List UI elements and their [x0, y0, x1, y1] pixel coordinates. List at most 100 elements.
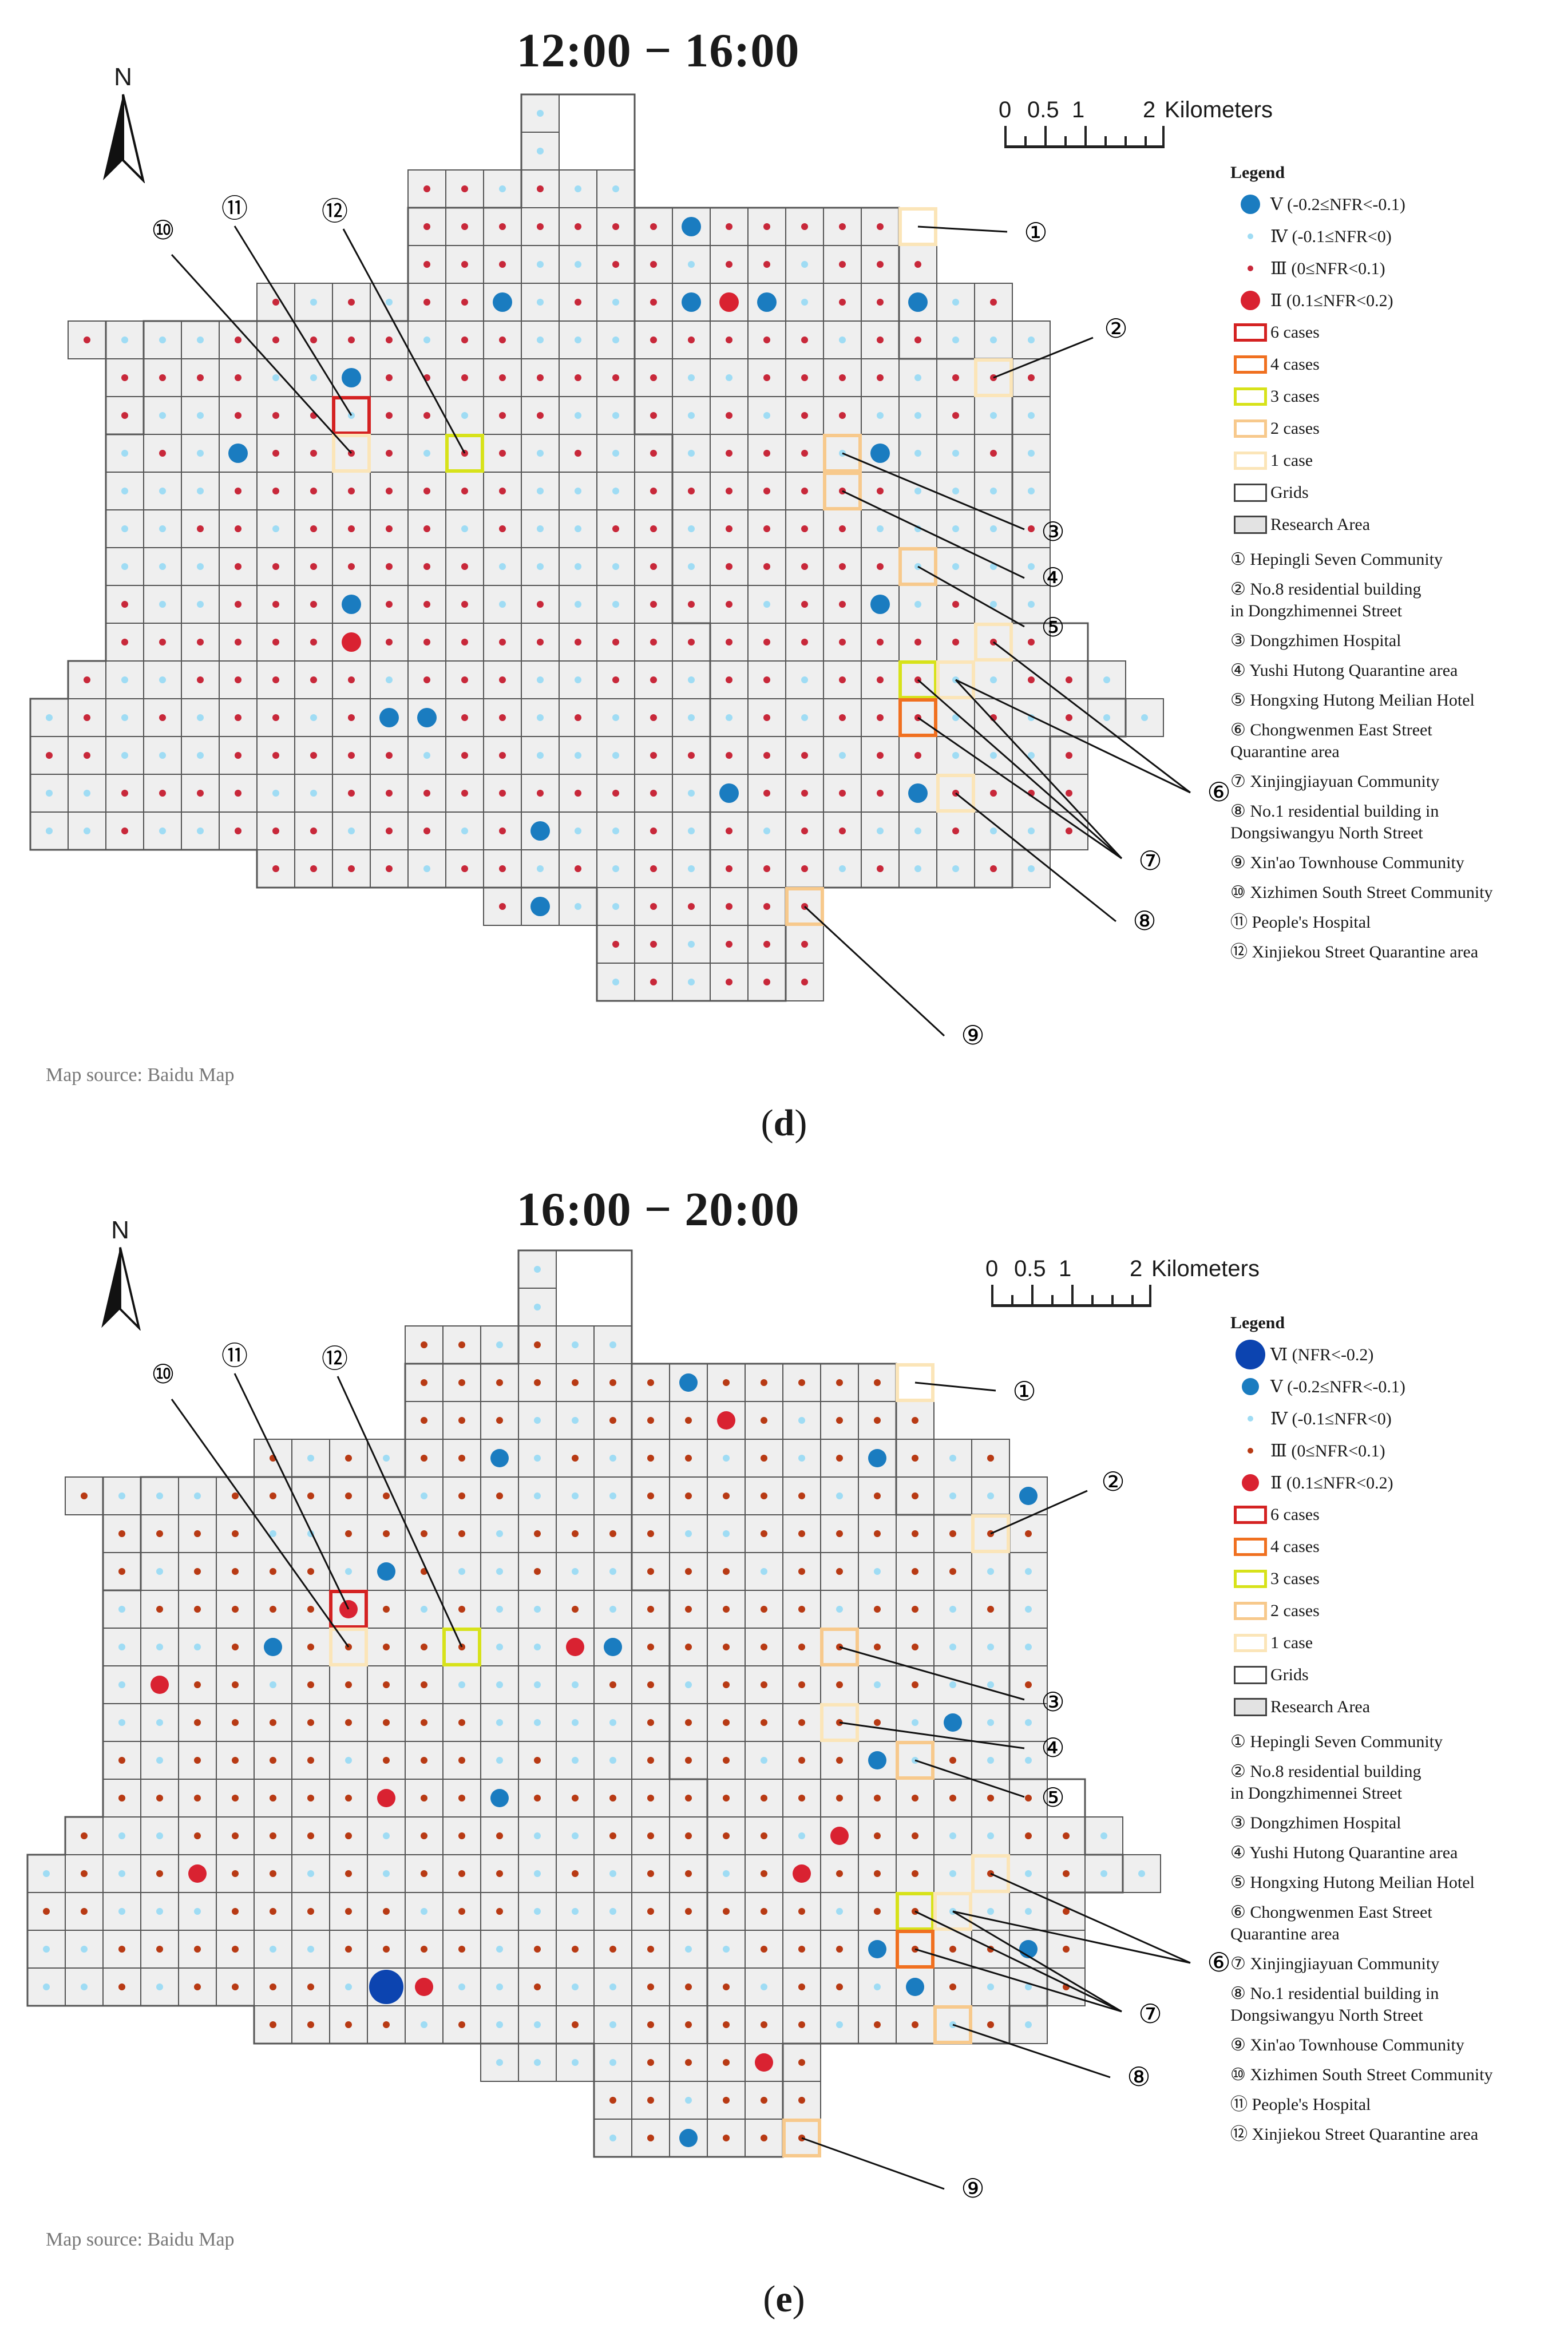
- nfr-point: [575, 525, 581, 532]
- nfr-point: [458, 1417, 465, 1424]
- nfr-point: [575, 299, 581, 306]
- nfr-point: [609, 1681, 616, 1688]
- site-number-label: ①: [1012, 1376, 1036, 1407]
- nfr-point: [839, 525, 846, 532]
- nfr-point: [914, 601, 921, 608]
- nfr-point: [461, 299, 468, 306]
- nfr-point: [801, 790, 808, 797]
- legend-item-label: Research Area: [1270, 1697, 1371, 1716]
- nfr-point: [761, 1606, 767, 1613]
- nfr-point: [499, 639, 506, 646]
- nfr-point: [386, 828, 393, 834]
- nfr-point: [534, 1832, 541, 1839]
- nfr-point: [156, 1946, 163, 1953]
- nfr-point: [650, 828, 657, 834]
- nfr-point: [763, 714, 770, 721]
- nfr-point: [952, 299, 959, 306]
- nfr-point: [874, 1417, 881, 1424]
- nfr-point: [726, 412, 732, 419]
- nfr-point: [270, 1983, 276, 1990]
- nfr-point: [723, 1455, 730, 1462]
- leader-line: [952, 1910, 1122, 2013]
- nfr-dot-layer: [43, 1266, 1145, 2147]
- nfr-point: [235, 412, 241, 419]
- nfr-point: [914, 412, 921, 419]
- nfr-point: [499, 563, 506, 570]
- nfr-point: [952, 563, 959, 570]
- nfr-point: [914, 450, 921, 457]
- nfr-point: [232, 1530, 239, 1537]
- nfr-point: [609, 1455, 616, 1462]
- legend-item-label: 1 case: [1270, 1633, 1313, 1652]
- nfr-point: [912, 1455, 918, 1462]
- nfr-point: [307, 2021, 314, 2028]
- case-box: [896, 1930, 935, 1969]
- nfr-point: [534, 1757, 541, 1764]
- leader-line: [914, 1381, 996, 1392]
- nfr-point: [839, 828, 846, 834]
- nfr-point: [685, 1417, 692, 1424]
- nfr-point: [949, 1681, 956, 1688]
- nfr-point: [461, 828, 468, 834]
- nfr-point: [197, 639, 204, 646]
- nfr-point: [870, 595, 890, 614]
- grid-cell: [669, 2043, 708, 2082]
- nfr-point: [461, 223, 468, 230]
- nfr-point: [912, 1719, 918, 1726]
- nfr-point: [194, 1983, 201, 1990]
- nfr-point: [868, 1449, 886, 1467]
- nfr-point: [421, 1341, 427, 1348]
- nfr-point: [839, 261, 846, 268]
- nfr-point: [121, 752, 128, 759]
- nfr-point: [118, 1719, 125, 1726]
- nfr-point: [458, 1379, 465, 1386]
- nfr-point: [197, 714, 204, 721]
- nfr-point: [232, 1870, 239, 1877]
- site-name: ③ Dongzhimen Hospital: [1230, 1814, 1401, 1832]
- nfr-point: [461, 639, 468, 646]
- nfr-point: [612, 601, 619, 608]
- nfr-point: [572, 1606, 579, 1613]
- site-number-label: ⑧: [1133, 905, 1156, 936]
- nfr-point: [839, 223, 846, 230]
- nfr-point: [874, 1681, 881, 1688]
- legend-item-label: 3 cases: [1270, 387, 1320, 406]
- nfr-point: [496, 1530, 503, 1537]
- nfr-point: [575, 185, 581, 192]
- nfr-point: [609, 2097, 616, 2104]
- nfr-point: [348, 676, 355, 683]
- case-box: [936, 660, 975, 699]
- nfr-point: [383, 1719, 390, 1726]
- leader-line: [803, 905, 945, 1037]
- nfr-point: [572, 1417, 579, 1424]
- site-number-label: ⑤: [1041, 612, 1064, 643]
- nfr-point: [383, 1606, 390, 1613]
- legend-item-label: Ⅲ (0≤NFR<0.1): [1270, 259, 1385, 278]
- nfr-point: [1025, 1870, 1032, 1877]
- nfr-point: [650, 299, 657, 306]
- nfr-point: [723, 1832, 730, 1839]
- nfr-point: [647, 1983, 654, 1990]
- nfr-point: [1066, 790, 1072, 797]
- nfr-point: [952, 336, 959, 343]
- panel-title: 12:00 − 16:00: [516, 24, 800, 77]
- legend-item-label: Ⅱ (0.1≤NFR<0.2): [1270, 1473, 1393, 1492]
- nfr-point: [987, 1492, 994, 1499]
- nfr-point: [458, 1983, 465, 1990]
- nfr-point: [310, 374, 317, 381]
- nfr-point: [156, 1719, 163, 1726]
- nfr-point: [458, 1795, 465, 1802]
- nfr-point: [877, 374, 884, 381]
- north-label: N: [111, 1216, 129, 1244]
- nfr-point: [609, 2059, 616, 2066]
- nfr-point: [348, 865, 355, 872]
- nfr-point: [572, 1341, 579, 1348]
- site-name: Quarantine area: [1230, 742, 1340, 761]
- nfr-point: [726, 752, 732, 759]
- nfr-point: [949, 1757, 956, 1764]
- nfr-point: [235, 639, 241, 646]
- legend-item: Research Area: [1230, 509, 1568, 541]
